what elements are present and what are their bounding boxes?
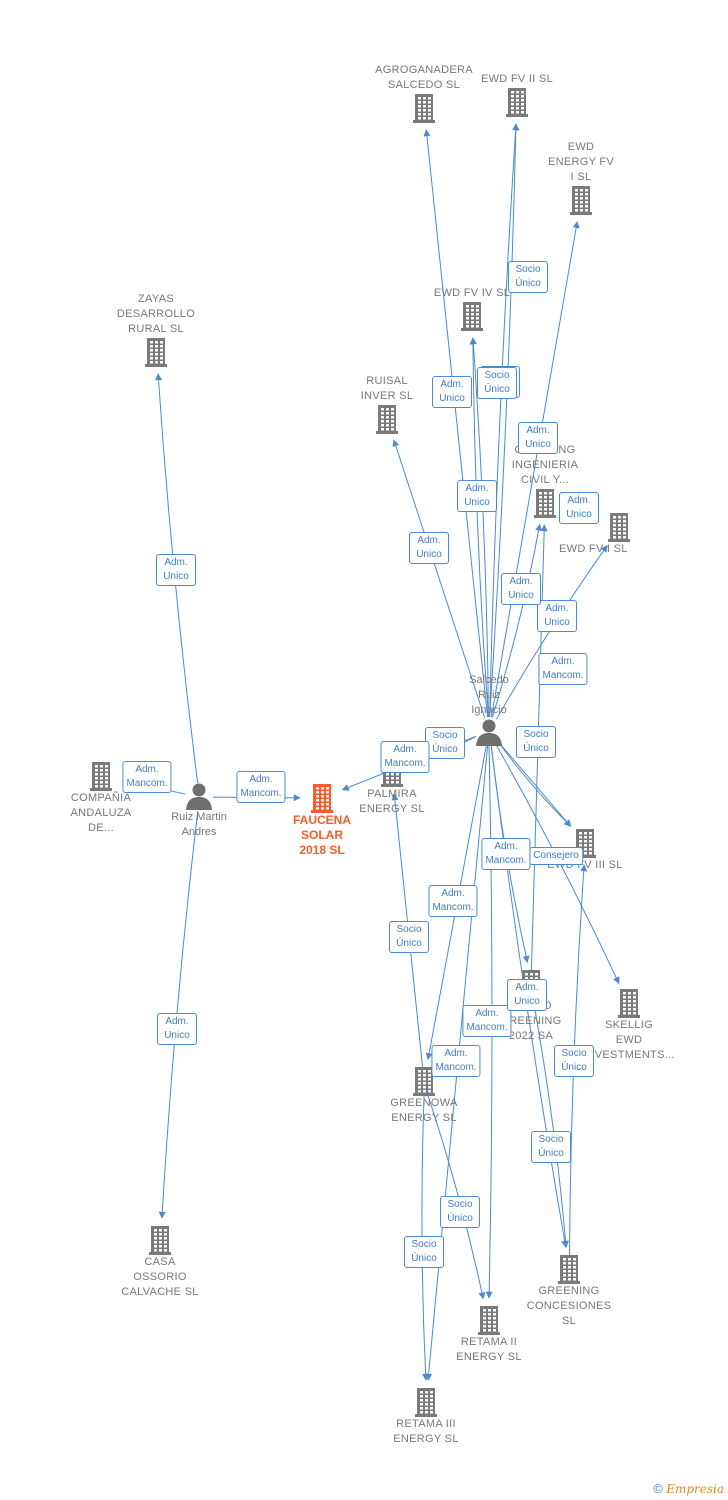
edge-salcedo-ewdfv2 [489, 123, 520, 718]
node-greenowa[interactable]: GREENOWA ENERGY SL [364, 1066, 484, 1126]
node-zayas[interactable]: ZAYAS DESARROLLO RURAL SL [96, 292, 216, 367]
building-icon [461, 302, 483, 331]
node-label: RETAMA III ENERGY SL [393, 1418, 459, 1445]
edge-label[interactable]: Adm. Mancom. [236, 771, 286, 803]
node-label: Ruiz Martin Andres [171, 811, 227, 838]
building-icon [90, 762, 112, 791]
node-greeningconc[interactable]: GREENING CONCESIONES SL [509, 1254, 629, 1329]
edge-salcedo-agroganadera [423, 129, 489, 718]
node-label: GREENING CONCESIONES SL [526, 1285, 612, 1327]
node-agroganadera[interactable]: AGROGANADERA SALCEDO SL [364, 63, 484, 123]
edge-label[interactable]: Adm. Mancom. [122, 761, 172, 793]
node-label: EWD FV II SL [480, 73, 554, 85]
node-faucena[interactable]: FAUCENA SOLAR 2018 SL [262, 783, 382, 858]
person-icon [476, 719, 502, 746]
node-label: COMPAÑIA ANDALUZA DE... [70, 792, 132, 834]
node-label: PALMIRA ENERGY SL [359, 788, 425, 815]
node-label: AGROGANADERA SALCEDO SL [375, 64, 473, 91]
building-icon [608, 513, 630, 542]
edge-salcedo-ewdfv4 [469, 337, 489, 718]
edge-label[interactable]: Adm. Mancom. [428, 885, 478, 917]
edge-salcedo-greening_ing [491, 523, 543, 718]
building-icon [413, 94, 435, 123]
footer-brand[interactable]: © Empresia [653, 1481, 724, 1496]
edge-label[interactable]: Adm. Unico [518, 422, 558, 454]
node-ewdfv1[interactable]: EWD FV I SL [559, 512, 679, 557]
edge-label[interactable]: Socio Único [516, 726, 556, 758]
edge-label[interactable]: Adm. Mancom. [538, 653, 588, 685]
node-ewdenergyfv1[interactable]: EWD ENERGY FV I SL [521, 140, 641, 215]
edge-label[interactable]: Adm. Unico [559, 492, 599, 524]
node-ewdfv4[interactable]: EWD FV IV SL [412, 286, 532, 331]
node-label: Salcedo Ruiz Ignacio [469, 674, 509, 716]
edge-label[interactable]: Adm. Mancom. [481, 838, 531, 870]
node-compania[interactable]: COMPAÑIA ANDALUZA DE... [41, 761, 161, 836]
edge-salcedo-ewdfv1 [496, 544, 608, 720]
edge-label[interactable]: Adm. Unico [507, 979, 547, 1011]
edge-label[interactable]: Socio Único [389, 921, 429, 953]
edge-label[interactable]: Socio Único [477, 367, 517, 399]
node-label: SKELLIG EWD INVESTMENTS... [583, 1019, 675, 1061]
edge-label[interactable]: Socio Único [554, 1045, 594, 1077]
node-label: GREENOWA ENERGY SL [390, 1097, 458, 1124]
building-icon [413, 1067, 435, 1096]
building-icon [574, 829, 596, 858]
node-label: ZAYAS DESARROLLO RURAL SL [116, 293, 196, 335]
edge-label[interactable]: Socio Único [404, 1236, 444, 1268]
node-ewdfv2[interactable]: EWD FV II SL [457, 72, 577, 117]
edge-label[interactable]: Adm. Unico [156, 554, 196, 586]
building-icon [558, 1255, 580, 1284]
building-icon [145, 338, 167, 367]
building-icon [478, 1306, 500, 1335]
building-icon [570, 186, 592, 215]
edge-label[interactable]: Adm. Mancom. [431, 1045, 481, 1077]
node-label: RUISAL INVER SL [360, 375, 414, 402]
edge-label[interactable]: Adm. Unico [457, 480, 497, 512]
node-label: EWD FV IV SL [433, 287, 511, 299]
edge-label[interactable]: Adm. Mancom. [462, 1005, 512, 1037]
node-label: CASA OSSORIO CALVACHE SL [121, 1256, 199, 1298]
edge-salcedo-ewdfv3 [497, 741, 572, 827]
building-icon [149, 1226, 171, 1255]
brand-logo: Empresia [666, 1482, 724, 1496]
node-ruizmartin[interactable]: Ruiz Martin Andres [139, 782, 259, 840]
node-retama3[interactable]: RETAMA III ENERGY SL [366, 1387, 486, 1447]
person-icon [186, 783, 212, 810]
edge-label[interactable]: Adm. Unico [537, 600, 577, 632]
edge-label[interactable]: Adm. Unico [432, 376, 472, 408]
node-ruisal[interactable]: RUISAL INVER SL [327, 374, 447, 434]
node-skellig[interactable]: SKELLIG EWD INVESTMENTS... [569, 988, 689, 1063]
edge-label[interactable]: Adm. Unico [501, 573, 541, 605]
building-icon [618, 989, 640, 1018]
node-label: EWD FV I SL [559, 543, 628, 555]
node-casaossorio[interactable]: CASA OSSORIO CALVACHE SL [100, 1225, 220, 1300]
edge-salcedo-ewdfv4 [469, 337, 489, 718]
edge-salcedo-ewdfv2 [489, 123, 520, 718]
edge-label[interactable]: Socio Único [425, 727, 465, 759]
edge-label[interactable]: Socio Único [508, 261, 548, 293]
building-icon [415, 1388, 437, 1417]
edge-salcedo-ruisal [392, 439, 486, 718]
node-salcedo[interactable]: Salcedo Ruiz Ignacio [429, 673, 549, 746]
edge-label[interactable]: Adm. Unico [157, 1013, 197, 1045]
edge-salcedo-ewdfv3 [497, 741, 572, 827]
edge-grupo-greeningconc [532, 997, 570, 1248]
node-label: RETAMA II ENERGY SL [456, 1336, 522, 1363]
edge-label[interactable]: Adm. Unico [409, 532, 449, 564]
building-icon [534, 489, 556, 518]
node-retama2[interactable]: RETAMA II ENERGY SL [429, 1305, 549, 1365]
node-label: FAUCENA SOLAR 2018 SL [292, 813, 351, 857]
building-icon [506, 88, 528, 117]
copyright-symbol: © [653, 1481, 663, 1496]
edge-label[interactable]: Adm. Mancom. [380, 741, 430, 773]
edge-label[interactable]: Socio Único [531, 1131, 571, 1163]
building-icon [376, 405, 398, 434]
edge-label[interactable]: Socio Único [440, 1196, 480, 1228]
building-icon [311, 784, 333, 813]
node-label: EWD ENERGY FV I SL [547, 141, 615, 183]
edge-label[interactable]: Consejero [529, 847, 583, 865]
edge-salcedo-ewdenergyfv1 [490, 220, 580, 718]
